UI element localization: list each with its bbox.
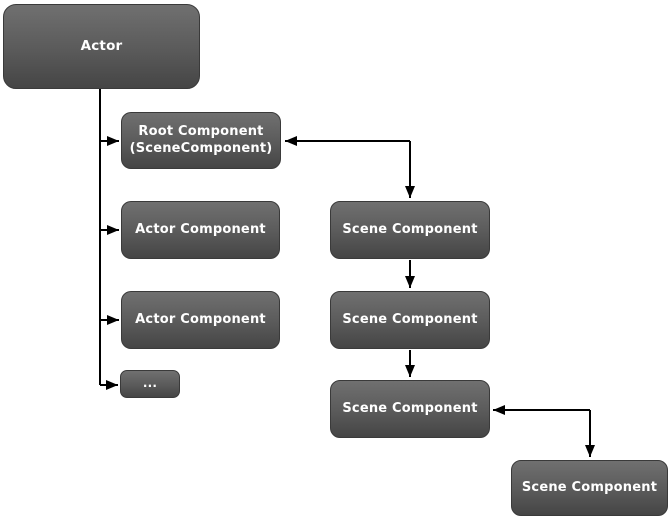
node-actor-label: Actor [80,37,123,54]
node-root-component-label-line1: Root Component [138,123,264,139]
node-actor-component-1: Actor Component [121,201,280,259]
node-scene-component-1-label: Scene Component [342,221,478,237]
node-scene-component-2: Scene Component [330,291,490,349]
node-actor-component-1-label: Actor Component [135,221,266,237]
node-ellipsis: ... [120,370,180,398]
node-scene-component-1: Scene Component [330,201,490,259]
node-ellipsis-label: ... [142,376,158,391]
node-scene-component-4-label: Scene Component [521,479,658,495]
node-scene-component-3: Scene Component [330,380,490,438]
node-scene-component-2-label: Scene Component [342,311,478,327]
node-root-component: Root Component (SceneComponent) [121,112,281,169]
node-scene-component-3-label: Scene Component [342,400,478,416]
node-root-component-label-line2: (SceneComponent) [129,140,273,156]
node-actor: Actor [3,4,200,89]
node-actor-component-2: Actor Component [121,291,280,349]
node-scene-component-4: Scene Component [511,460,668,516]
node-actor-component-2-label: Actor Component [135,311,266,327]
